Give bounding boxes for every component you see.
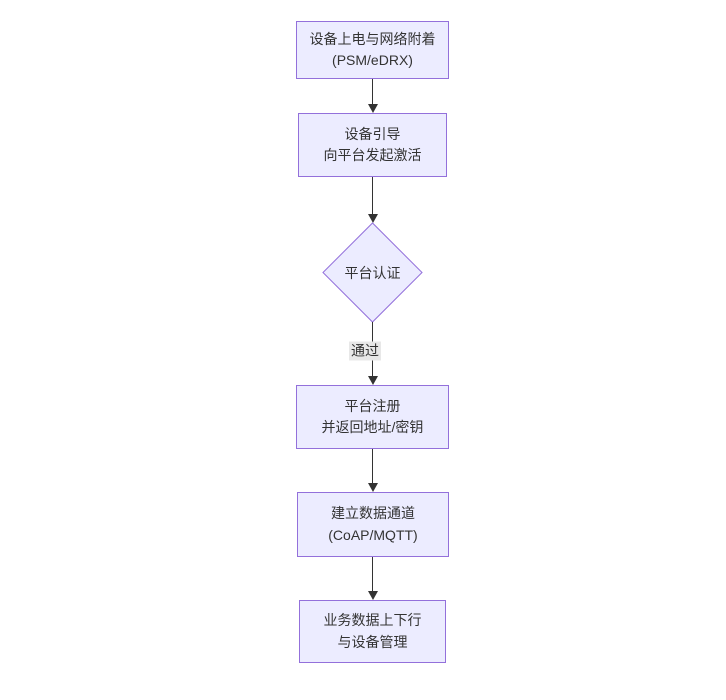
node-platform-register-line2: 并返回地址/密钥 — [321, 419, 424, 435]
node-business-data-line2: 与设备管理 — [337, 633, 408, 650]
arrowhead-down-icon — [368, 104, 378, 113]
node-platform-register: 平台注册 并返回地址/密钥 — [296, 385, 449, 449]
node-business-data: 业务数据上下行 与设备管理 — [299, 600, 446, 663]
edge-channel-business-line — [372, 557, 373, 591]
node-device-bootstrap: 设备引导 向平台发起激活 — [298, 113, 447, 177]
node-device-power-line2: (PSM/eDRX) — [332, 52, 413, 68]
node-device-bootstrap-line2: 向平台发起激活 — [323, 147, 422, 163]
node-device-power: 设备上电与网络附着 (PSM/eDRX) — [296, 21, 449, 79]
arrowhead-down-icon — [368, 483, 378, 492]
node-platform-register-line1: 平台注册 — [344, 397, 401, 414]
edge-register-channel-line — [372, 449, 373, 483]
edge-power-bootstrap-line — [372, 79, 373, 105]
node-platform-auth-label: 平台认证 — [344, 264, 401, 281]
node-data-channel-line2: (CoAP/MQTT) — [328, 526, 418, 543]
edge-bootstrap-auth-line — [372, 177, 373, 215]
edge-label-pass: 通过 — [349, 341, 381, 361]
node-data-channel-line1: 建立数据通道 — [331, 505, 415, 521]
node-device-power-line1: 设备上电与网络附着 — [309, 30, 436, 47]
arrowhead-down-icon — [368, 214, 378, 223]
node-data-channel: 建立数据通道 (CoAP/MQTT) — [297, 492, 449, 557]
node-business-data-line1: 业务数据上下行 — [323, 612, 422, 628]
node-device-bootstrap-line1: 设备引导 — [344, 125, 401, 142]
node-platform-auth: 平台认证 — [322, 222, 423, 323]
arrowhead-down-icon — [368, 591, 378, 600]
arrowhead-down-icon — [368, 376, 378, 385]
